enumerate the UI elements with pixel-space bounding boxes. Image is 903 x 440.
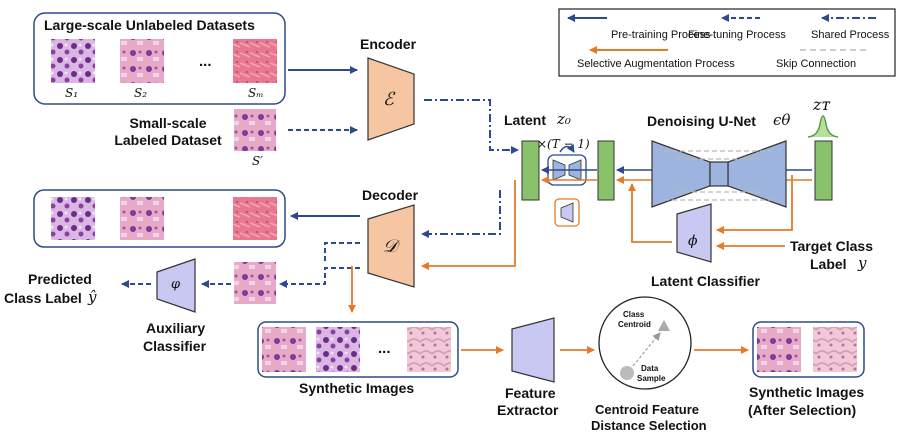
synthetic-image-2 — [316, 327, 360, 372]
latent-classifier-block — [676, 203, 712, 263]
decoder-block — [367, 204, 415, 288]
arrow-decoder-to-labeled-image — [279, 267, 360, 288]
latent-z0-bar — [521, 140, 540, 201]
feature-extractor-line1: Feature — [505, 385, 556, 401]
recon-image-1 — [51, 197, 95, 240]
unet-title: Denoising U-Net — [647, 113, 756, 129]
label-s1: S₁ — [65, 86, 79, 100]
class-centroid-label-2: Centroid — [618, 320, 651, 329]
centroid-caption-2: Distance Selection — [591, 418, 707, 433]
small-dataset-image — [234, 109, 276, 151]
label-s-prime: S′ — [252, 154, 263, 168]
target-label-line1: Target Class — [790, 238, 873, 254]
latent-classifier-symbol: ϕ — [688, 233, 698, 249]
arrow-zT-to-classifier — [716, 175, 793, 234]
dataset-image-s1 — [51, 39, 95, 83]
legend-pretraining-label: Pre-training Process — [611, 29, 711, 41]
encoder-block — [367, 57, 415, 141]
data-sample-marker — [620, 366, 634, 380]
aux-classifier-symbol: φ — [171, 277, 181, 292]
legend-finetuning-label: Fine-tuning Process — [688, 29, 786, 41]
label-sm: Sₘ — [248, 86, 264, 100]
legend-selective-label: Selective Augmentation Process — [577, 58, 735, 70]
arrow-latent-to-decoder-orange — [421, 180, 516, 270]
large-dataset-title: Large-scale Unlabeled Datasets — [44, 17, 255, 33]
unet-block — [651, 140, 787, 208]
legend-shared-label: Shared Process — [811, 29, 890, 41]
unet-var: ϵθ — [773, 111, 791, 129]
arrow-latent-to-decoder — [421, 190, 501, 238]
arrow-decoder-to-labeled — [324, 242, 360, 264]
synthetic-image-3 — [407, 327, 451, 372]
latent-zT-bar — [814, 140, 833, 201]
synthetic-image-1 — [262, 327, 306, 372]
decoder-title: Decoder — [362, 187, 419, 203]
synthetic-ellipsis-mid: ... — [378, 340, 391, 357]
mini-classifier-shape — [560, 202, 574, 223]
feature-extractor-line2: Extractor — [497, 402, 559, 418]
aux-classifier-line1: Auxiliary — [146, 320, 206, 336]
selected-image-2 — [813, 327, 857, 372]
class-centroid-label-1: Class — [623, 310, 645, 319]
target-var: y — [858, 254, 867, 272]
synthetic-after-line1: Synthetic Images — [749, 384, 865, 400]
arrow-encoder-to-latent — [424, 99, 519, 154]
feature-extractor-block — [511, 317, 555, 383]
distance-line — [632, 332, 661, 367]
centroid-circle — [598, 296, 692, 390]
synthetic-title: Synthetic Images — [299, 380, 415, 396]
aux-classifier-line2: Classifier — [143, 338, 207, 354]
dataset-ellipsis: ... — [199, 53, 212, 70]
latent-zt-minus-bar — [597, 140, 615, 201]
selected-image-1 — [757, 327, 801, 372]
data-sample-label-2: Sample — [637, 374, 666, 383]
recon-labeled-image — [234, 262, 276, 304]
legend-skip-label: Skip Connection — [776, 58, 857, 70]
latent-classifier-title: Latent Classifier — [651, 273, 760, 289]
gaussian-noise-icon — [807, 115, 839, 138]
predicted-var: ŷ — [88, 288, 97, 306]
centroid-caption-1: Centroid Feature — [595, 402, 700, 417]
decoder-symbol: 𝒟 — [383, 236, 398, 257]
class-centroid-marker — [658, 320, 670, 331]
legend — [558, 8, 896, 77]
encoder-symbol: ℰ — [383, 89, 394, 110]
zt-label: zᴛ — [813, 95, 831, 114]
small-dataset-title: Small-scale Labeled Dataset — [114, 115, 222, 148]
synthetic-after-line2: (After Selection) — [748, 402, 857, 418]
encoder-title: Encoder — [360, 36, 417, 52]
latent-title: Latent — [504, 112, 546, 128]
dataset-image-sm — [233, 39, 277, 83]
arrow-classifier-guidance — [628, 183, 672, 243]
dataset-image-s2 — [120, 39, 164, 83]
auxiliary-classifier-block — [156, 258, 196, 313]
target-label-line2: Label — [810, 256, 847, 272]
recon-image-2 — [120, 197, 164, 240]
repeat-label: ×(T − 1) — [537, 137, 590, 151]
latent-var: z₀ — [557, 110, 571, 128]
predicted-label-line2: Class Label — [4, 290, 82, 306]
predicted-label-line1: Predicted — [28, 271, 92, 287]
recon-image-3 — [233, 197, 277, 240]
data-sample-label-1: Data — [641, 364, 659, 373]
label-s2: S₂ — [134, 86, 148, 100]
